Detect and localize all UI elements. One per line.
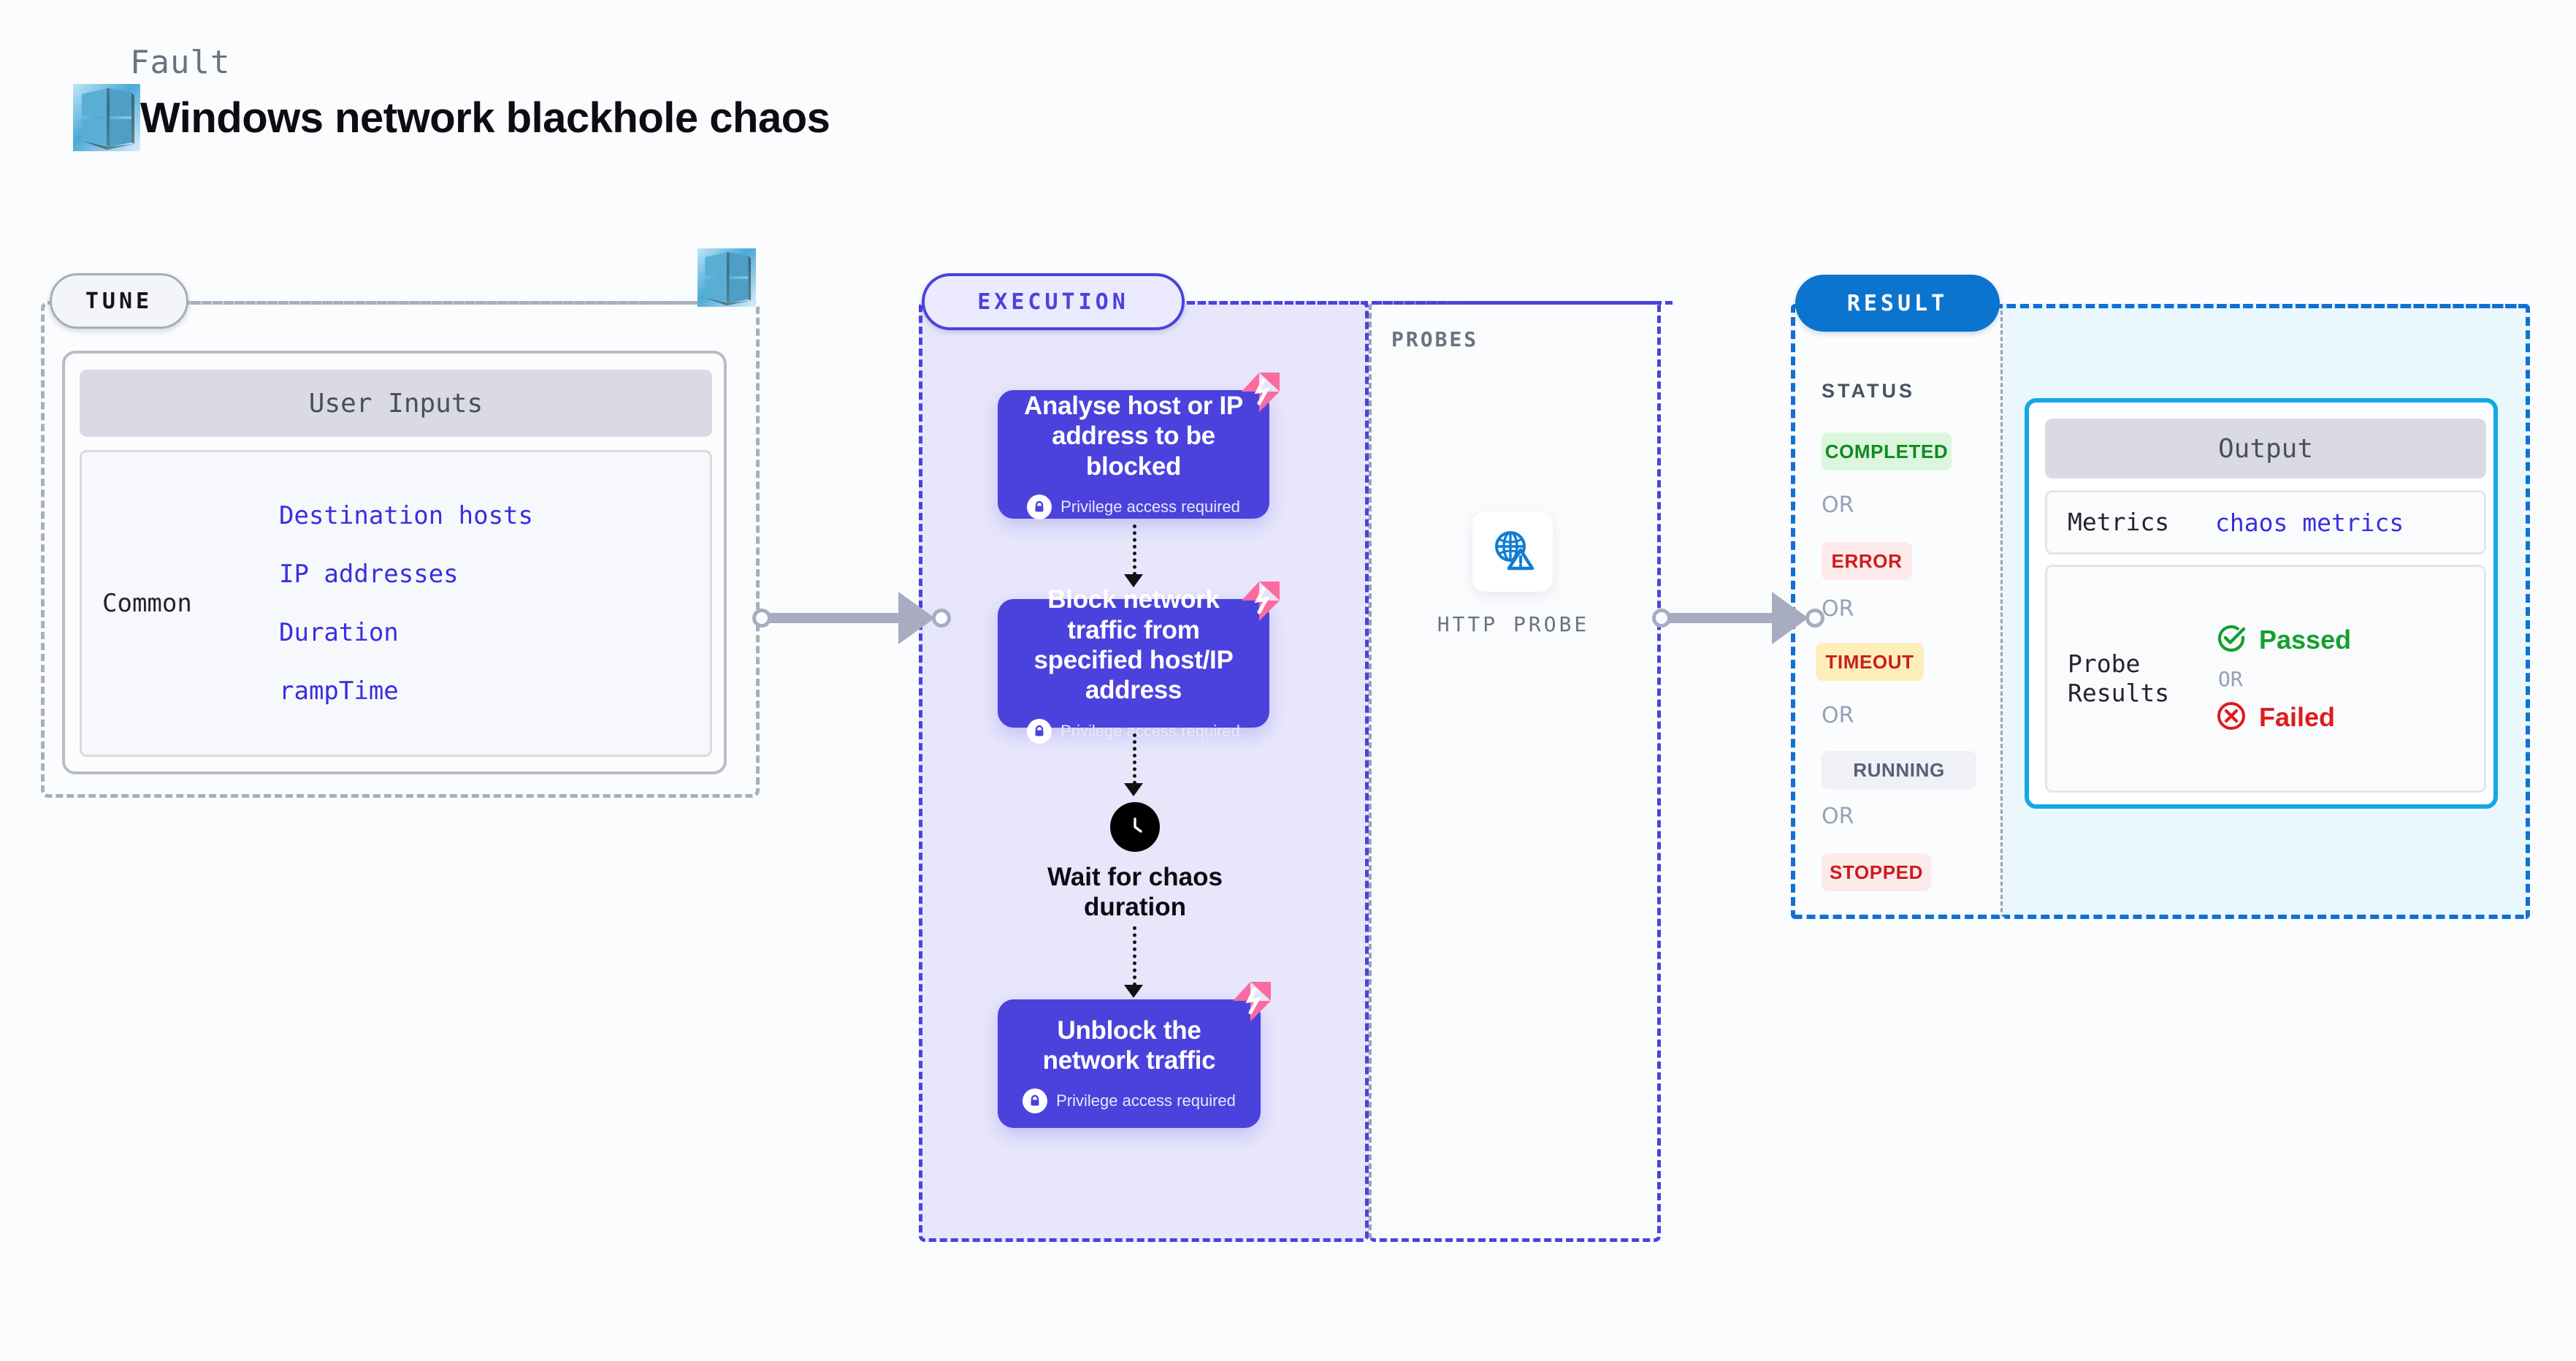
connector-bar xyxy=(768,613,900,623)
metrics-key: Metrics xyxy=(2068,508,2170,537)
probe-results-row: Probe Results Passed OR xyxy=(2045,565,2486,793)
status-badge-label: ERROR xyxy=(1831,549,1903,572)
flow-connector-dots xyxy=(1133,733,1136,785)
tune-pill-label: TUNE xyxy=(85,288,153,314)
tune-pill[interactable]: TUNE xyxy=(50,273,188,329)
privilege-note: Privilege access required xyxy=(1027,494,1240,519)
fault-kicker-label: Fault xyxy=(130,44,231,81)
probe-or-label: OR xyxy=(2218,666,2243,691)
status-badge-running[interactable]: RUNNING xyxy=(1822,751,1976,789)
execution-pill[interactable]: EXECUTION xyxy=(922,273,1185,330)
page-title: Windows network blackhole chaos xyxy=(140,94,830,142)
flow-arrowhead xyxy=(1124,783,1143,796)
check-circle-icon xyxy=(2215,622,2247,658)
flow-arrowhead xyxy=(1124,574,1143,587)
status-badge-label: RUNNING xyxy=(1853,758,1945,781)
globe-warning-icon xyxy=(1488,526,1537,578)
user-inputs-card: User Inputs Common Destination hosts IP … xyxy=(62,351,727,774)
wait-label: Wait for chaos duration xyxy=(1047,863,1223,922)
param-item[interactable]: Duration xyxy=(279,618,399,647)
status-badge-label: STOPPED xyxy=(1830,861,1923,883)
tune-pill-connector xyxy=(183,301,694,305)
status-caption: STATUS xyxy=(1822,380,1915,402)
output-heading-label: Output xyxy=(2217,433,2314,464)
probe-result-passed: Passed xyxy=(2215,622,2351,658)
status-badge-label: TIMEOUT xyxy=(1825,650,1914,673)
status-badge-stopped[interactable]: STOPPED xyxy=(1822,853,1931,891)
litmus-logo-icon xyxy=(1228,979,1274,1024)
status-or-label: OR xyxy=(1822,492,1854,518)
common-group-label: Common xyxy=(102,589,192,618)
failed-label: Failed xyxy=(2259,702,2336,732)
connector-end-dot xyxy=(1805,609,1824,628)
execution-pill-connector xyxy=(1176,301,1673,305)
status-or-label: OR xyxy=(1822,804,1854,829)
tune-windows-logo-icon xyxy=(697,248,756,307)
status-badge-error[interactable]: ERROR xyxy=(1822,542,1912,580)
connector-bar xyxy=(1668,613,1773,623)
tune-param-list: Destination hosts IP addresses Duration … xyxy=(279,501,533,706)
probe-result-failed: Failed xyxy=(2215,700,2351,736)
probes-section-label: PROBES xyxy=(1391,327,1479,351)
status-or-label: OR xyxy=(1822,703,1854,728)
passed-label: Passed xyxy=(2259,625,2352,655)
user-inputs-heading-label: User Inputs xyxy=(308,388,484,419)
lock-icon xyxy=(1023,1089,1048,1114)
step-title: Analyse host or IP address to be blocked xyxy=(1024,392,1243,481)
status-badge-timeout[interactable]: TIMEOUT xyxy=(1816,643,1924,681)
user-inputs-heading: User Inputs xyxy=(80,370,712,437)
param-item[interactable]: IP addresses xyxy=(279,560,459,589)
execution-step-block[interactable]: Block network traffic from specified hos… xyxy=(998,582,1280,744)
litmus-logo-icon xyxy=(1237,579,1283,624)
result-pill[interactable]: RESULT xyxy=(1795,275,2000,332)
x-circle-icon xyxy=(2215,700,2247,736)
execution-pill-label: EXECUTION xyxy=(977,289,1129,315)
status-or-label: OR xyxy=(1822,596,1854,622)
page-header: Fault xyxy=(73,44,830,151)
privilege-note: Privilege access required xyxy=(1023,1089,1236,1114)
clock-icon xyxy=(1110,802,1160,852)
connector-arrowhead xyxy=(898,592,935,644)
connector-end-dot xyxy=(932,609,951,628)
output-heading: Output xyxy=(2045,419,2486,479)
privilege-note: Privilege access required xyxy=(1027,718,1240,744)
status-badge-completed[interactable]: COMPLETED xyxy=(1822,432,1952,470)
http-probe-tile[interactable] xyxy=(1472,511,1553,592)
privilege-text: Privilege access required xyxy=(1056,1091,1236,1110)
lock-icon xyxy=(1027,718,1052,744)
status-badge-label: COMPLETED xyxy=(1824,440,1949,462)
title-row: Windows network blackhole chaos xyxy=(73,84,830,151)
result-pill-connector xyxy=(1994,304,2527,308)
probe-results-values: Passed OR Failed xyxy=(2215,622,2351,736)
metrics-value[interactable]: chaos metrics xyxy=(2215,508,2404,537)
flow-connector-dots xyxy=(1133,525,1136,576)
http-probe-caption: HTTP PROBE xyxy=(1437,612,1590,636)
tune-params-box: Common Destination hosts IP addresses Du… xyxy=(80,450,712,757)
execution-step-analyse[interactable]: Analyse host or IP address to be blocked… xyxy=(998,373,1280,519)
metrics-row: Metrics chaos metrics xyxy=(2045,490,2486,554)
privilege-text: Privilege access required xyxy=(1060,497,1240,516)
flow-arrowhead xyxy=(1124,985,1143,998)
wait-node: Wait for chaos duration xyxy=(1018,802,1252,923)
step-title: Block network traffic from specified hos… xyxy=(1033,585,1234,705)
windows-logo-icon xyxy=(73,84,140,151)
connector-arrowhead xyxy=(1772,592,1808,644)
litmus-logo-icon xyxy=(1237,370,1283,415)
step-title: Unblock the network traffic xyxy=(1042,1015,1216,1075)
connector-tune-to-execution xyxy=(752,592,951,644)
privilege-text: Privilege access required xyxy=(1060,721,1240,740)
flow-connector-dots xyxy=(1133,926,1136,986)
param-item[interactable]: rampTime xyxy=(279,676,399,706)
param-item[interactable]: Destination hosts xyxy=(279,501,533,530)
probes-panel xyxy=(1369,301,1661,1242)
execution-step-unblock[interactable]: Unblock the network traffic Privilege ac… xyxy=(998,982,1271,1128)
connector-execution-to-result xyxy=(1652,592,1824,644)
output-card: Output Metrics chaos metrics Probe Resul… xyxy=(2025,398,2498,809)
probe-results-key: Probe Results xyxy=(2068,649,2170,707)
lock-icon xyxy=(1027,494,1052,519)
result-pill-label: RESULT xyxy=(1846,290,1949,316)
